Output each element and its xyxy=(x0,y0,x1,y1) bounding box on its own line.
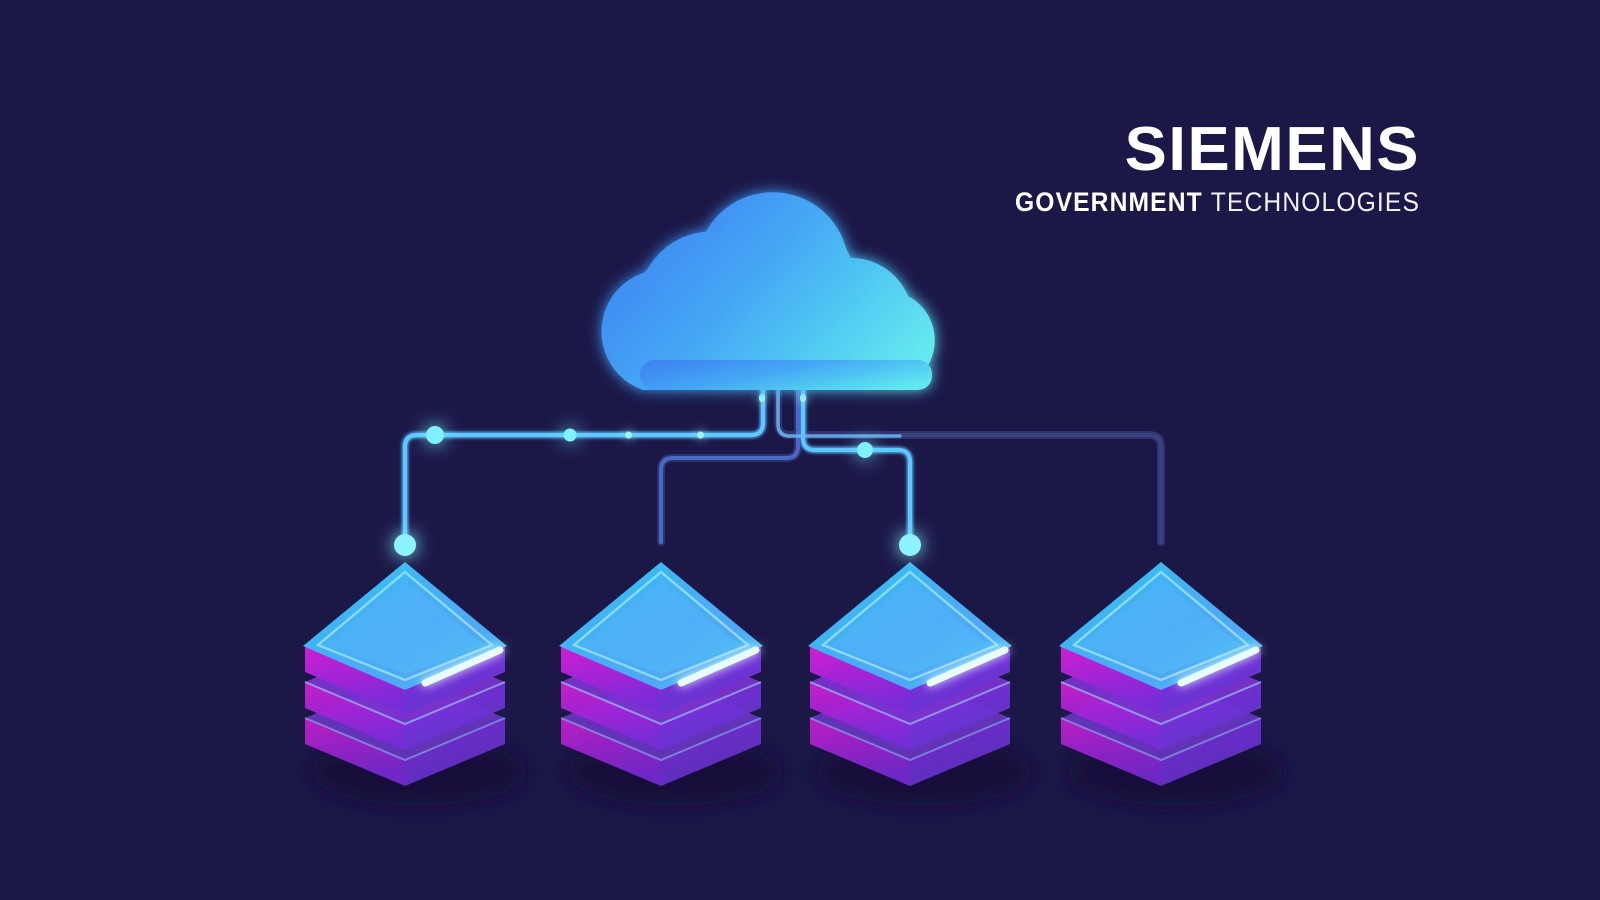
rack-indicator xyxy=(1177,646,1260,687)
cable-server-2 xyxy=(659,388,800,544)
dash-cloud-b xyxy=(800,394,806,402)
server-rack-4 xyxy=(1059,562,1283,806)
rack-indicator xyxy=(926,646,1009,687)
logo-wordmark: SIEMENS xyxy=(1124,115,1420,184)
bus-dash-markers xyxy=(625,394,806,439)
siemens-logo: SIEMENS GOVERNMENT TECHNOLOGIES xyxy=(900,118,1420,217)
rack-indicator xyxy=(421,646,504,687)
server-rack-1 xyxy=(303,562,527,806)
node-server-1 xyxy=(394,534,416,556)
cable-server-4 xyxy=(898,433,1163,544)
rack-indicator xyxy=(677,646,760,687)
cable-active-group xyxy=(402,385,913,543)
node-bus-left xyxy=(426,426,444,444)
dash-bus-b xyxy=(697,431,704,439)
server-racks xyxy=(303,562,1283,806)
node-bus-right xyxy=(857,442,873,458)
dash-cloud-a xyxy=(759,394,765,402)
cable-server-3 xyxy=(800,385,913,543)
cloud-icon xyxy=(601,192,935,390)
node-bus-mid xyxy=(563,428,577,442)
cable-cloud-extra xyxy=(776,386,902,438)
logo-tagline: GOVERNMENT TECHNOLOGIES xyxy=(936,187,1420,218)
cable-underlayer xyxy=(401,382,1165,546)
cable-server-1 xyxy=(402,385,766,543)
logo-tagline-technologies: TECHNOLOGIES xyxy=(1210,187,1420,218)
server-rack-2 xyxy=(559,562,783,806)
network-nodes xyxy=(394,426,921,556)
logo-tagline-government: GOVERNMENT xyxy=(1014,187,1203,218)
server-rack-3 xyxy=(808,562,1032,806)
dash-bus-a xyxy=(625,431,632,439)
node-server-3 xyxy=(899,534,921,556)
